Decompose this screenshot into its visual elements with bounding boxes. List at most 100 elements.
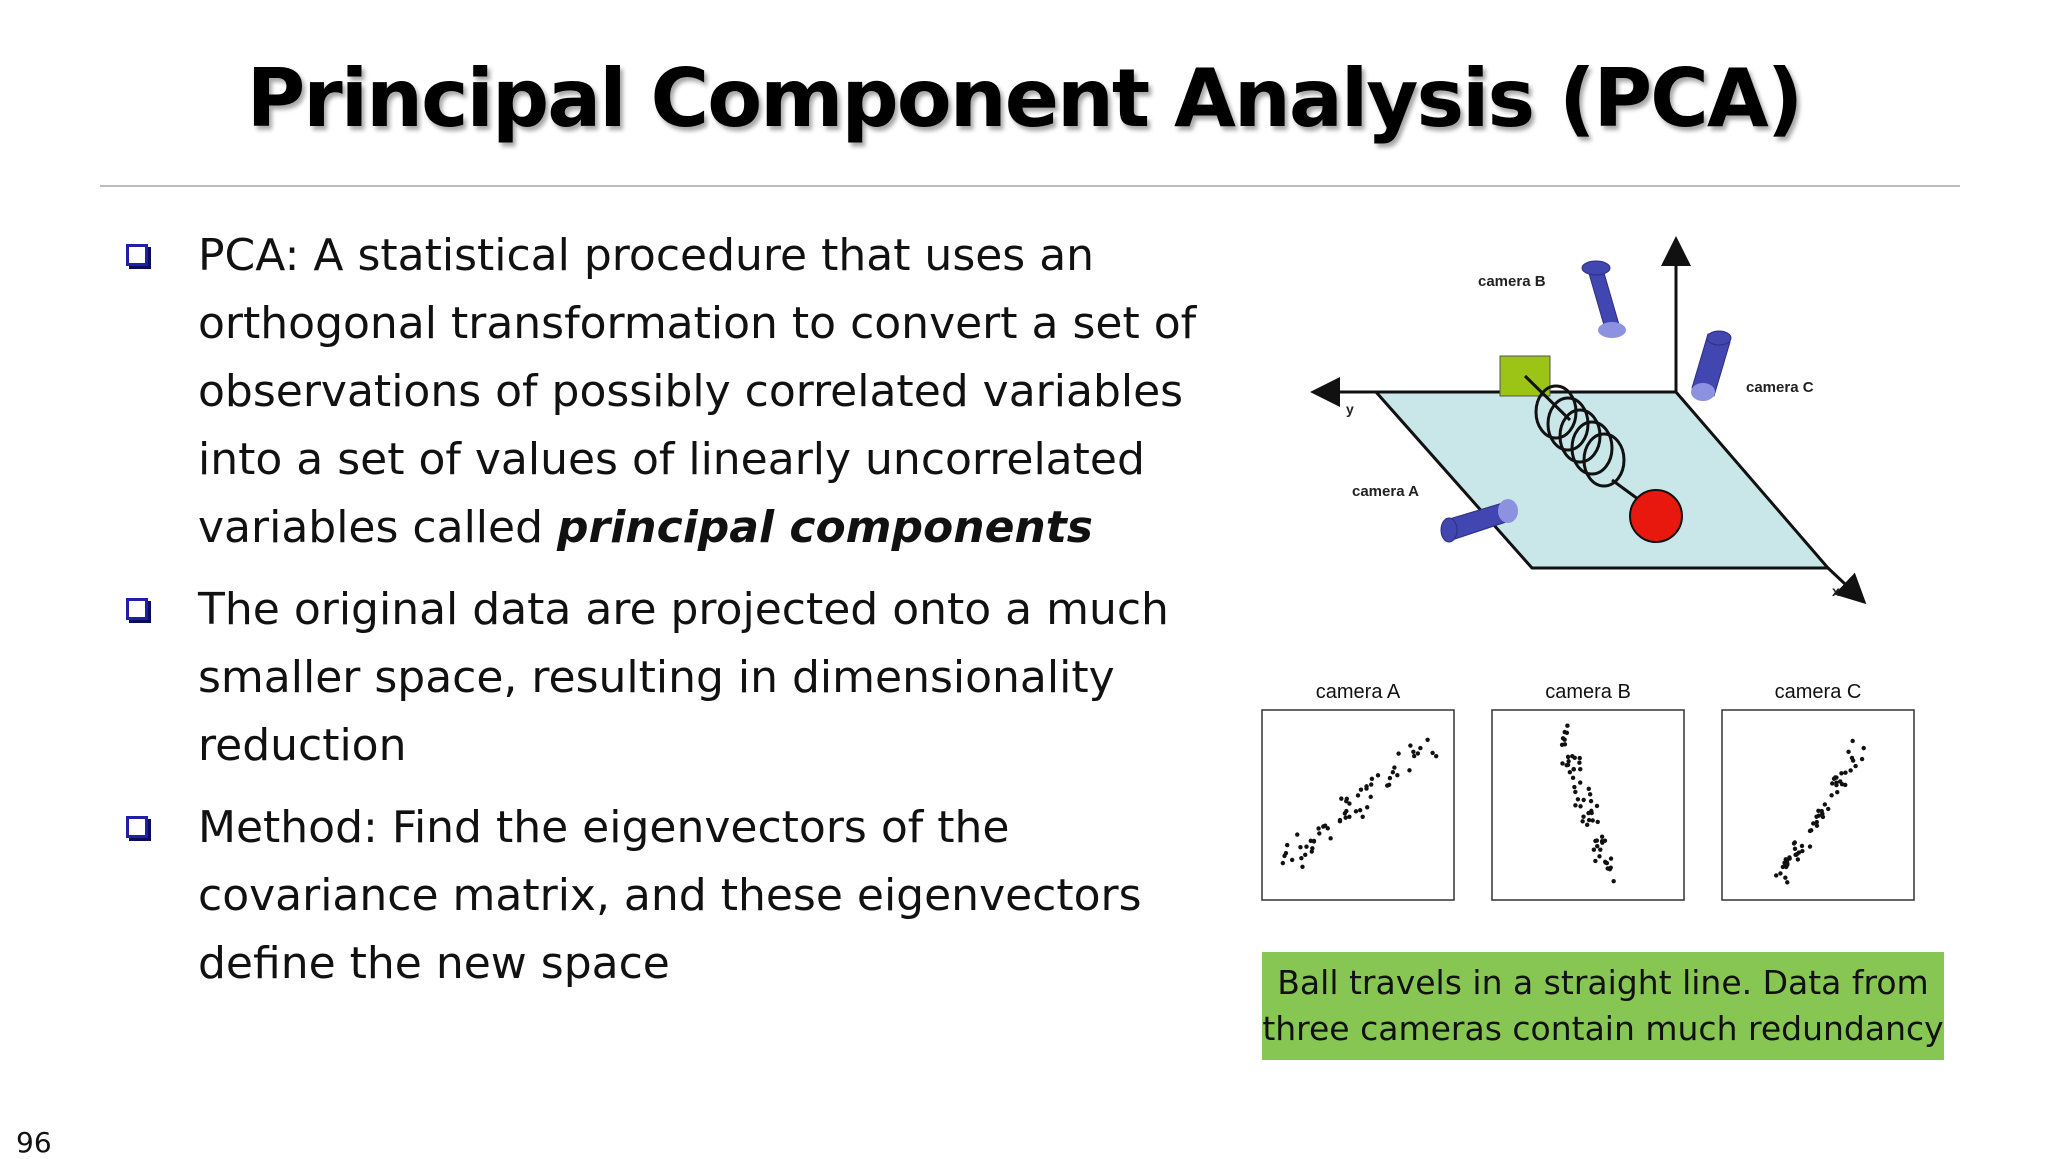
scatter-point	[1586, 786, 1591, 792]
scatter-point	[1355, 793, 1361, 798]
pca-illustration: y x camera B camera C came	[1261, 236, 1915, 901]
scatter-point	[1360, 814, 1365, 819]
scatter-point	[1572, 784, 1577, 790]
scatter-point	[1814, 823, 1820, 828]
scatter-point	[1814, 814, 1819, 819]
scatter-point	[1850, 738, 1855, 744]
scatter-point	[1316, 826, 1321, 831]
scatter-point	[1411, 753, 1417, 759]
scatter-point	[1299, 855, 1304, 861]
scatter-panel-frame	[1491, 709, 1685, 901]
scatter-point	[1328, 836, 1333, 841]
scatter-point	[1598, 847, 1603, 852]
scatter-point	[1375, 773, 1381, 778]
scatter-point	[1602, 838, 1608, 843]
scatter-point	[1325, 826, 1330, 831]
scatter-point	[1581, 814, 1586, 819]
scatter-point	[1311, 839, 1317, 844]
scatter-point	[1595, 843, 1600, 849]
scatter-point	[1369, 776, 1375, 782]
scatter-point	[1344, 798, 1349, 804]
scatter-point	[1364, 805, 1370, 810]
scatter-point	[1588, 798, 1594, 804]
scatter-point	[1611, 879, 1616, 884]
scatter-point	[1386, 782, 1392, 787]
scatter-point	[1589, 810, 1594, 816]
scatter-point	[1289, 857, 1295, 863]
scatter-point	[1339, 796, 1344, 801]
scatter-point	[1595, 819, 1600, 825]
scatter-point	[1387, 775, 1393, 781]
scatter-point	[1343, 815, 1348, 820]
scatter-point	[1608, 856, 1614, 861]
scatter-point	[1834, 780, 1839, 785]
scatter-point	[1830, 781, 1835, 786]
scatter-point	[1791, 841, 1797, 846]
panel-label: camera A	[1316, 681, 1401, 703]
checkbox-bullet-icon	[126, 816, 148, 838]
scatter-point	[1357, 808, 1363, 813]
scatter-point	[1859, 756, 1865, 762]
checkbox-bullet-icon	[126, 598, 148, 620]
bullet-text: The original data are projected onto a m…	[198, 584, 1169, 771]
scatter-point	[1560, 736, 1566, 741]
scatter-point	[1578, 780, 1583, 785]
scatter-point	[1425, 737, 1430, 742]
scatter-panel-frame	[1261, 709, 1455, 901]
scatter-point	[1347, 814, 1352, 819]
scatter-point	[1578, 767, 1583, 772]
scatter-point	[1843, 770, 1848, 775]
scatter-point	[1570, 775, 1576, 781]
scatter-point	[1418, 745, 1423, 751]
scatter-point	[1839, 771, 1844, 776]
scatter-point	[1347, 801, 1352, 806]
scatter-point	[1392, 765, 1397, 770]
checkbox-bullet-icon	[126, 244, 148, 266]
scatter-point	[1586, 817, 1592, 823]
scatter-point	[1594, 803, 1600, 809]
scatter-point	[1280, 860, 1286, 866]
scatter-point	[1368, 794, 1373, 800]
scatter-point	[1565, 762, 1571, 768]
x-axis	[1826, 566, 1867, 605]
camera-b-label: camera B	[1478, 273, 1546, 290]
page-number: 96	[16, 1126, 52, 1159]
scatter-point	[1571, 767, 1576, 772]
scatter-point	[1792, 846, 1798, 852]
scatter-point	[1814, 819, 1820, 825]
scatter-point	[1605, 866, 1610, 871]
spring-rod	[1523, 374, 1572, 422]
scatter-point	[1590, 818, 1595, 823]
scatter-panel-frame	[1721, 709, 1915, 901]
scatter-point	[1572, 755, 1577, 761]
scatter-point	[1396, 751, 1401, 756]
scatter-point	[1843, 782, 1848, 788]
scatter-point	[1295, 832, 1300, 837]
scatter-point	[1577, 755, 1582, 761]
scatter-point	[1807, 844, 1813, 849]
scatter-point	[1822, 802, 1828, 807]
scatter-point	[1284, 842, 1290, 848]
bullet-text: Method: Find the eigenvectors of the cov…	[198, 802, 1142, 989]
scatter-point	[1773, 873, 1779, 878]
scatter-point	[1390, 770, 1396, 775]
scatter-point	[1584, 822, 1590, 828]
scatter-point	[1317, 831, 1322, 836]
scatter-point	[1565, 723, 1570, 728]
y-axis-label: y	[1346, 401, 1354, 417]
panel-label: camera B	[1545, 681, 1631, 703]
scatter-point	[1566, 759, 1571, 764]
scatter-point	[1364, 784, 1369, 789]
scatter-point	[1809, 828, 1814, 833]
scatter-point	[1778, 871, 1783, 876]
scatter-point	[1591, 847, 1597, 852]
scatter-point	[1430, 750, 1435, 756]
scatter-point	[1785, 880, 1790, 885]
scatter-point	[1794, 852, 1800, 857]
scatter-point	[1597, 854, 1602, 859]
scatter-point	[1829, 793, 1834, 798]
plane-surface	[1372, 390, 1832, 570]
scatter-point	[1575, 797, 1581, 802]
scatter-point	[1577, 760, 1582, 765]
scatter-point	[1846, 749, 1851, 755]
